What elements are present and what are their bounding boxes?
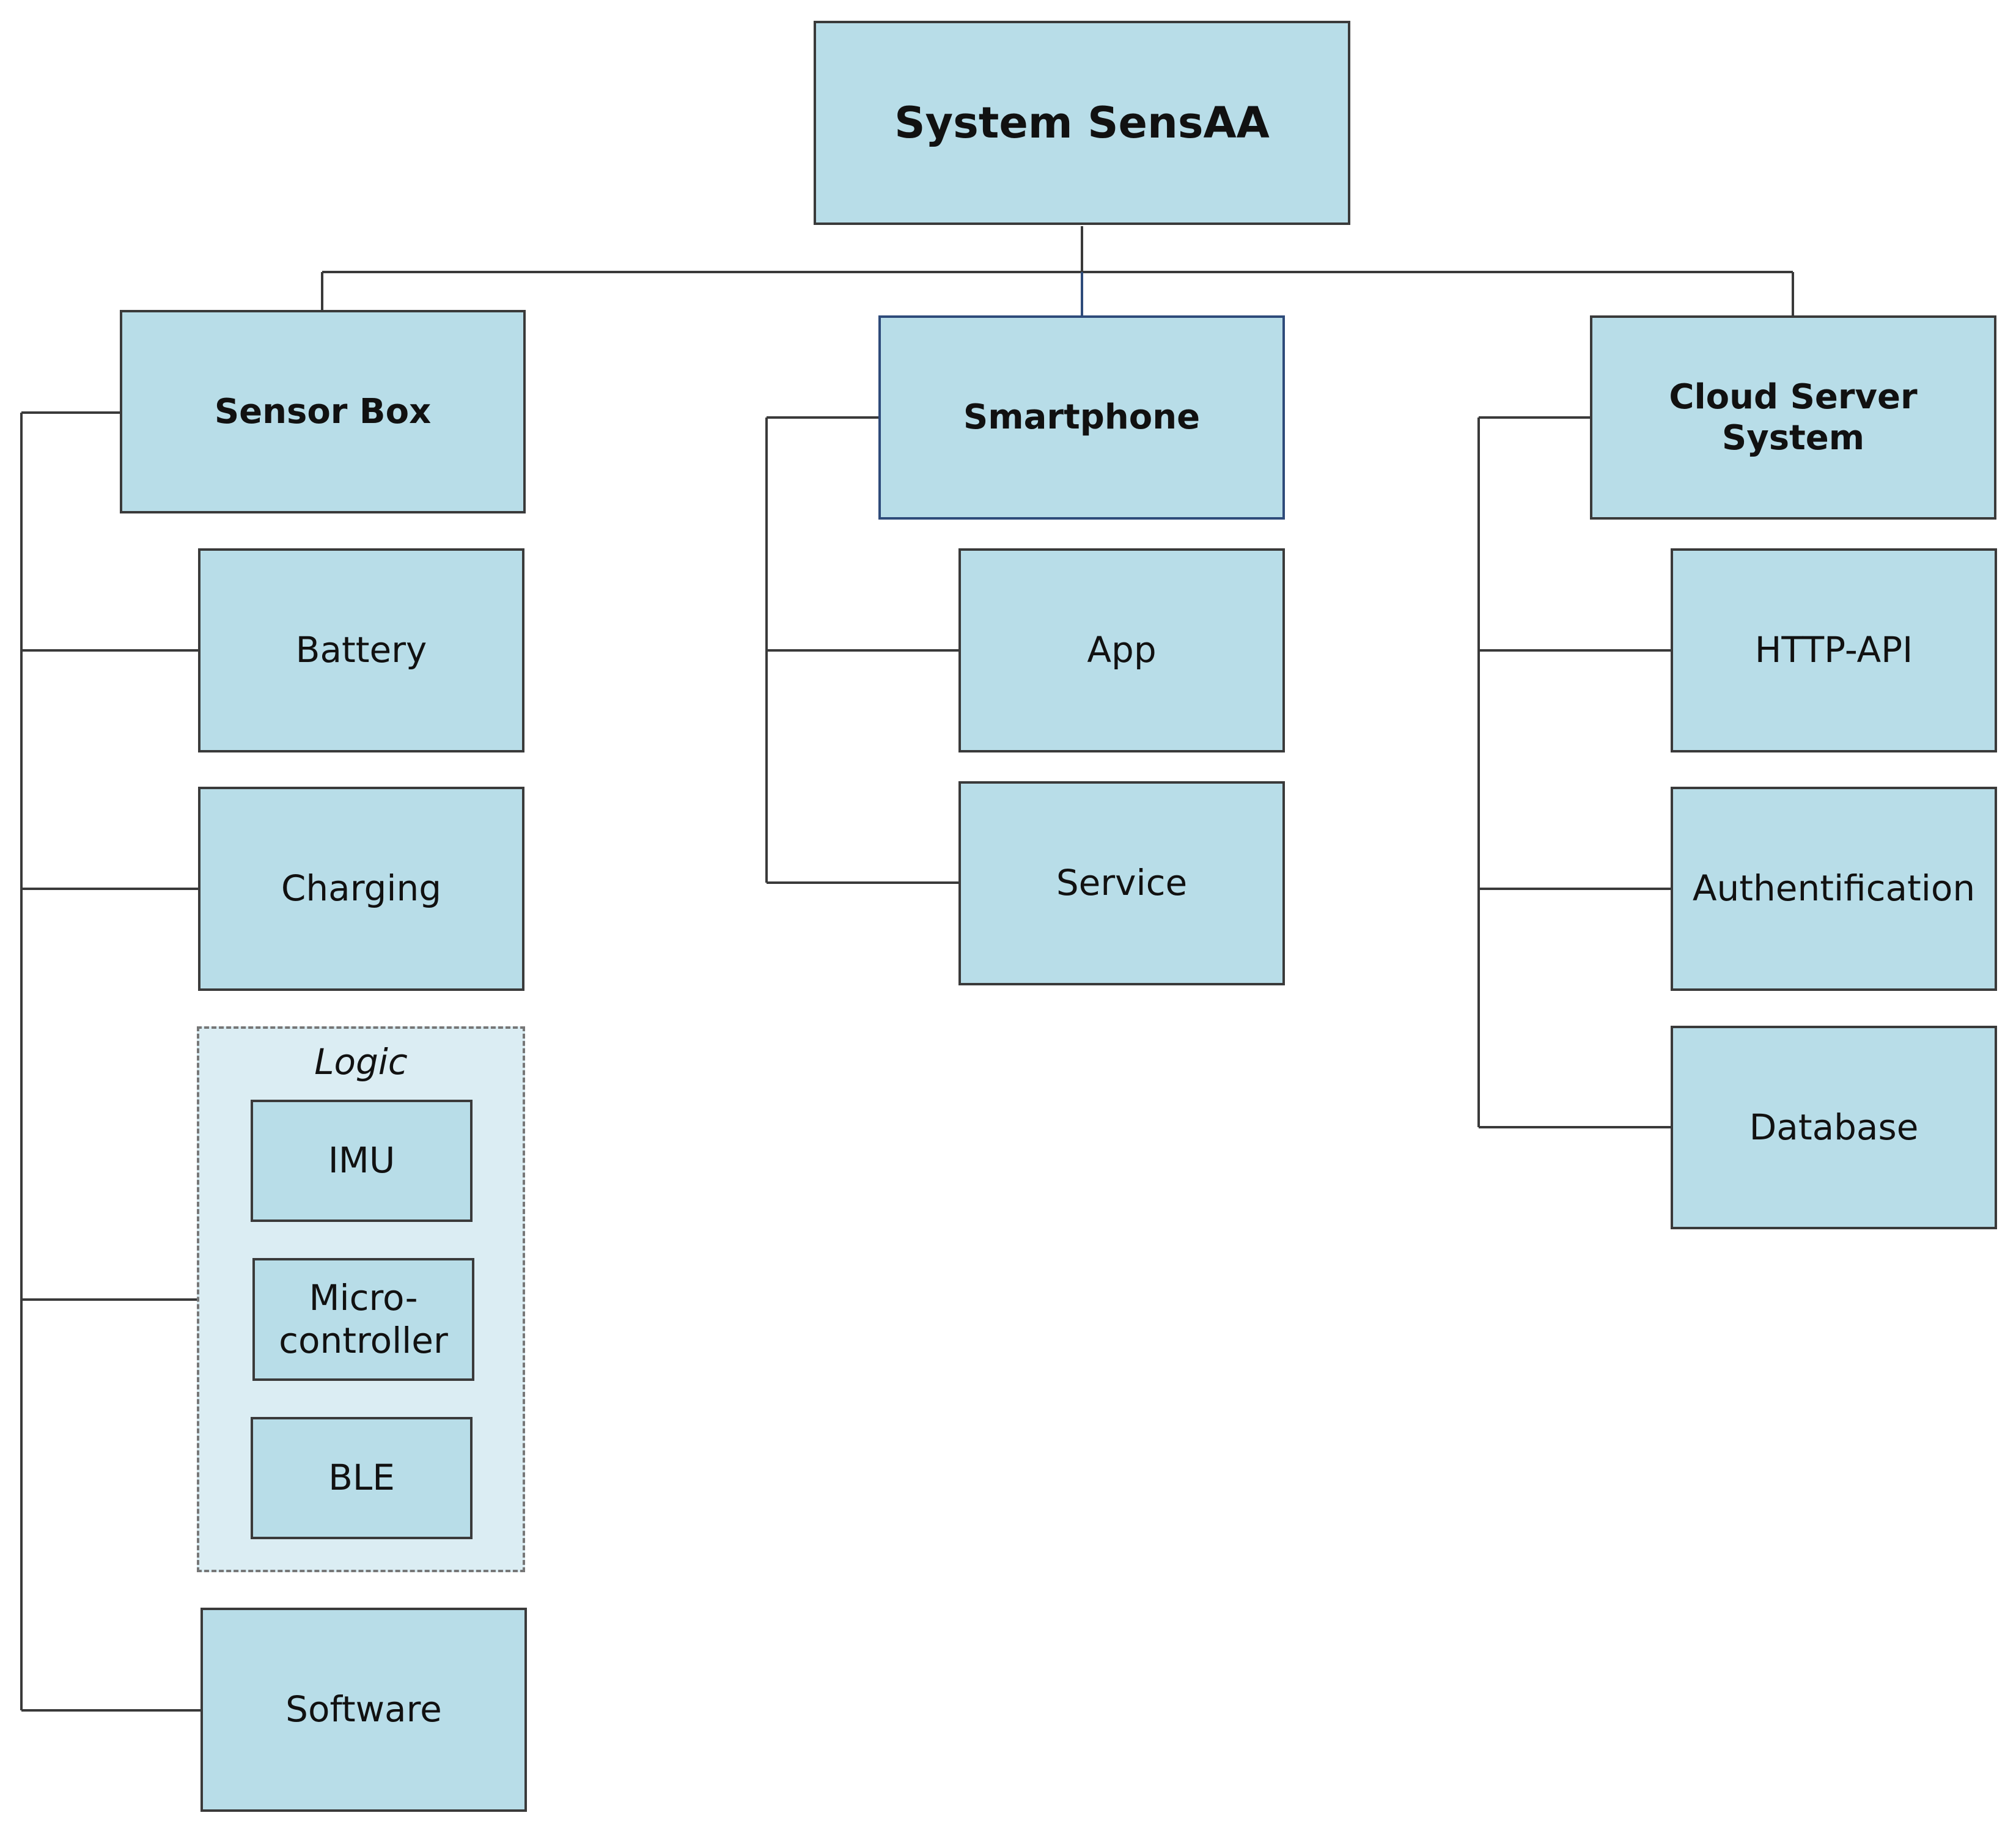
imu-node: IMU [251,1100,473,1222]
smartphone-node: Smartphone [878,315,1285,520]
sensor-box-label: Sensor Box [214,391,432,432]
battery-node: Battery [198,548,524,752]
database-node: Database [1671,1026,1997,1229]
service-node: Service [958,781,1285,985]
http-api-node: HTTP-API [1671,548,1997,752]
ble-node: BLE [251,1417,473,1539]
charging-node: Charging [198,787,524,991]
authentification-label: Authentification [1692,867,1976,910]
app-label: App [1087,629,1157,671]
microcontroller-label: Micro- controller [279,1276,448,1361]
smartphone-label: Smartphone [963,397,1201,438]
imu-label: IMU [328,1139,395,1182]
charging-label: Charging [281,867,442,910]
ble-label: BLE [328,1457,395,1499]
service-label: Service [1056,862,1188,904]
cloud-server-system-node: Cloud Server System [1590,315,1996,520]
authentification-node: Authentification [1671,787,1997,991]
app-node: App [958,548,1285,752]
root-node-label: System SensAA [894,98,1270,148]
http-api-label: HTTP-API [1754,629,1913,671]
sensor-box-node: Sensor Box [120,310,526,513]
battery-label: Battery [295,629,427,671]
software-node: Software [200,1608,527,1812]
database-label: Database [1749,1106,1919,1148]
root-node: System SensAA [814,21,1350,225]
microcontroller-node: Micro- controller [252,1258,474,1381]
cloud-server-system-label: Cloud Server System [1669,377,1918,458]
logic-group-label: Logic [314,1041,408,1083]
software-label: Software [285,1688,442,1731]
